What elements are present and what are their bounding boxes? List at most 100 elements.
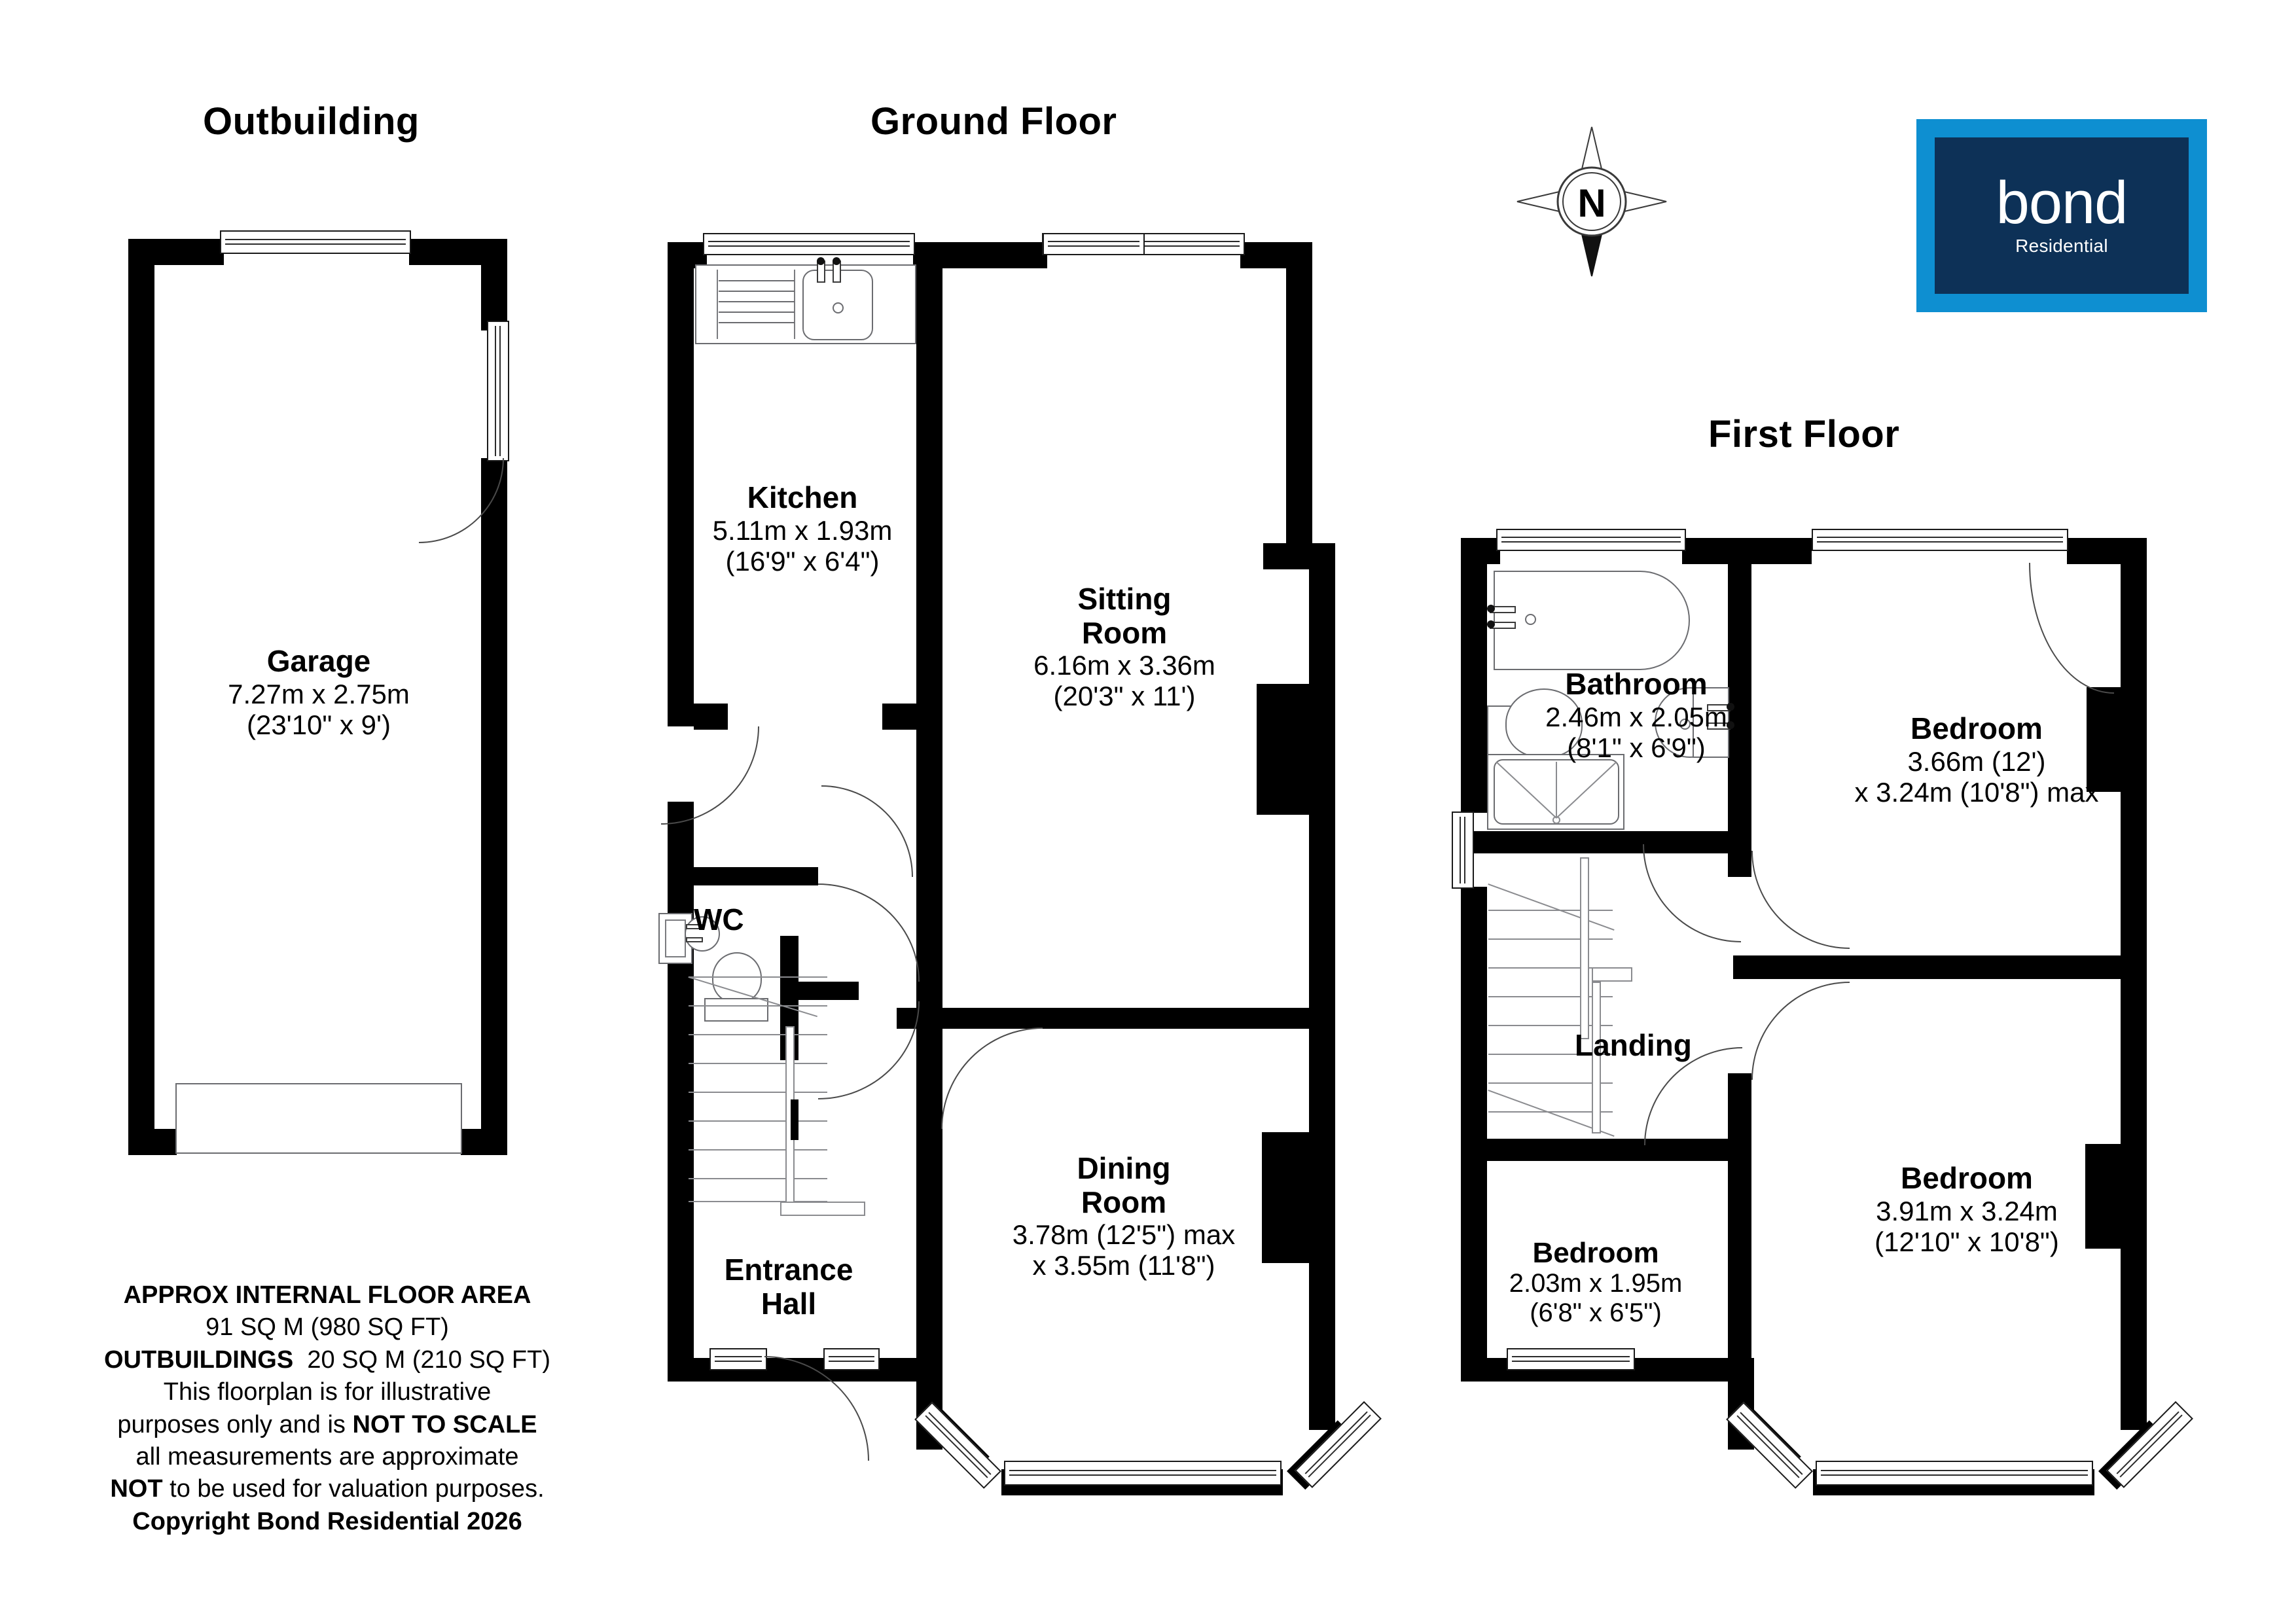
gf-wall-right-upper bbox=[1286, 242, 1312, 543]
stair-tread bbox=[1488, 938, 1613, 940]
compass-north-label: N bbox=[1577, 181, 1605, 225]
first-floor-title: First Floor bbox=[1708, 413, 1900, 455]
wc-name: WC bbox=[694, 902, 744, 936]
disclaimer-line-6: all measurements are approximate bbox=[135, 1442, 519, 1471]
kitchen-label: Kitchen 5.11m x 1.93m (16'9" x 6'4") bbox=[686, 480, 919, 577]
ff-wall-left-lower bbox=[1461, 887, 1487, 1381]
entrance-hall-name-line1: Entrance bbox=[724, 1253, 853, 1287]
stair-tread bbox=[689, 1149, 827, 1150]
garage-window-top bbox=[220, 230, 411, 254]
kitchen-drainer-groove bbox=[719, 301, 795, 302]
disclaimer-copyright: Copyright Bond Residential 2026 bbox=[132, 1507, 522, 1535]
ff-door-bathroom bbox=[1643, 844, 1741, 942]
stair-tread bbox=[689, 1034, 827, 1035]
compass-rose: N bbox=[1513, 123, 1670, 280]
ff-stair-handrail-a bbox=[1580, 857, 1589, 1039]
garage-dim-imperial: (23'10" x 9') bbox=[246, 709, 391, 740]
gf-window-bay-centre bbox=[1004, 1461, 1282, 1486]
ff-stair-newel bbox=[1592, 967, 1632, 982]
kitchen-drainer-groove bbox=[719, 322, 795, 323]
bond-residential-logo: bond Residential bbox=[1916, 119, 2207, 312]
gf-door-hall-kitchen bbox=[821, 785, 913, 877]
wc-label: WC bbox=[694, 902, 798, 937]
ff-door-wardrobe-front-bedroom bbox=[2029, 563, 2114, 694]
stair-tread bbox=[689, 1120, 827, 1122]
kitchen-dim-metric: 5.11m x 1.93m bbox=[712, 514, 893, 546]
dining-room-dim-imperial: x 3.55m (11'8") bbox=[1032, 1250, 1215, 1281]
kitchen-dim-imperial: (16'9" x 6'4") bbox=[725, 545, 880, 577]
garage-name: Garage bbox=[266, 644, 371, 678]
bedroom-front-dim-metric: 3.66m (12') bbox=[1907, 745, 2046, 777]
gf-door-hall-dining bbox=[818, 1001, 920, 1099]
stair-tread bbox=[1488, 1025, 1613, 1026]
bedroom-front-label: Bedroom 3.66m (12') x 3.24m (10'8") max bbox=[1780, 711, 2173, 808]
bath-plughole bbox=[1525, 614, 1536, 625]
dining-room-dim-metric: 3.78m (12'5") max bbox=[1012, 1219, 1236, 1251]
gf-fireplace-sitting bbox=[1257, 684, 1317, 815]
garage-wall-left bbox=[128, 239, 154, 1155]
dining-room-name-line2: Room bbox=[1081, 1185, 1167, 1219]
disclaimer-line-5: purposes only and is NOT TO SCALE bbox=[65, 1409, 589, 1441]
disclaimer-outbuildings-label: OUTBUILDINGS bbox=[104, 1346, 294, 1374]
bedroom-small-dim-imperial: (6'8" x 6'5") bbox=[1530, 1298, 1662, 1328]
gf-stair-newel-base bbox=[780, 1202, 865, 1216]
garage-door-side bbox=[487, 321, 509, 461]
gf-wall-left-upper bbox=[668, 242, 694, 726]
bedroom-rear-name: Bedroom bbox=[1901, 1161, 2033, 1195]
disclaimer-not-to-scale: NOT TO SCALE bbox=[352, 1410, 537, 1438]
stair-tread bbox=[1488, 996, 1613, 997]
ff-door-front-bedroom bbox=[1751, 851, 1850, 949]
gf-wall-bay-right-vert bbox=[1309, 1355, 1335, 1430]
sitting-room-dim-imperial: (20'3" x 11') bbox=[1053, 681, 1196, 712]
gf-wall-sitting-dining bbox=[897, 1008, 1329, 1029]
wc-basin-tap-a bbox=[686, 924, 703, 929]
ff-window-bay-right bbox=[2106, 1400, 2193, 1488]
garage-label: Garage 7.27m x 2.75m (23'10" x 9') bbox=[177, 644, 461, 740]
bedroom-rear-dim-imperial: (12'10" x 10'8") bbox=[1874, 1226, 2059, 1257]
ff-wall-right-a bbox=[2121, 538, 2147, 702]
sitting-room-label: Sitting Room 6.16m x 3.36m (20'3" x 11') bbox=[987, 582, 1262, 711]
bedroom-rear-dim-metric: 3.91m x 3.24m bbox=[1876, 1195, 2058, 1226]
stair-tread bbox=[689, 1201, 827, 1202]
garage-wall-right-lower bbox=[481, 458, 507, 1155]
ff-wall-landing-bed-small bbox=[1728, 1158, 1751, 1381]
bathroom-dim-imperial: (8'1" x 6'9") bbox=[1567, 732, 1706, 763]
sitting-room-dim-metric: 6.16m x 3.36m bbox=[1033, 650, 1215, 681]
stair-tread bbox=[689, 1005, 827, 1007]
bath-tap-head-a bbox=[1487, 605, 1495, 613]
kitchen-drainer-groove bbox=[719, 280, 795, 281]
gf-window-bay-right bbox=[1295, 1400, 1382, 1488]
bath-tap-head-b bbox=[1487, 620, 1495, 628]
stair-tread bbox=[689, 1092, 827, 1093]
stair-tread bbox=[1488, 1054, 1613, 1055]
sitting-room-name-line2: Room bbox=[1081, 615, 1168, 650]
garage-wall-bottom-left bbox=[128, 1129, 177, 1155]
gf-staircase bbox=[689, 976, 827, 1202]
stair-tread bbox=[689, 976, 827, 978]
disclaimer-line-2: 91 SQ M (980 SQ FT) bbox=[206, 1313, 449, 1342]
kitchen-tap-head-left bbox=[817, 257, 825, 265]
garage-wall-top-left bbox=[128, 239, 224, 265]
gf-door-sitting-dining bbox=[941, 1027, 1043, 1129]
gf-wall-left-lower bbox=[668, 802, 694, 1381]
ff-window-small-bedroom bbox=[1507, 1348, 1635, 1370]
landing-name: Landing bbox=[1575, 1028, 1692, 1062]
bathroom-name: Bathroom bbox=[1565, 667, 1708, 701]
gf-window-kitchen bbox=[703, 233, 915, 255]
bedroom-small-label: Bedroom 2.03m x 1.95m (6'8" x 6'5") bbox=[1465, 1237, 1727, 1328]
ff-window-landing bbox=[1452, 812, 1474, 889]
bathroom-dim-metric: 2.46m x 2.05m bbox=[1545, 701, 1727, 732]
ground-floor-title: Ground Floor bbox=[870, 100, 1117, 143]
bathroom-basin-plughole bbox=[1679, 719, 1691, 730]
disclaimer-not-word: NOT bbox=[110, 1475, 163, 1503]
ff-chimney-upper bbox=[2087, 687, 2125, 792]
stair-tread bbox=[1488, 910, 1613, 911]
dining-room-name-line1: Dining bbox=[1077, 1151, 1171, 1185]
bedroom-small-dim-metric: 2.03m x 1.95m bbox=[1509, 1269, 1683, 1298]
gf-nub-kitchen-door-right bbox=[882, 704, 916, 730]
ff-chimney-lower bbox=[2085, 1144, 2125, 1249]
shower-drain-lines bbox=[1496, 761, 1617, 824]
gf-wall-kitchen-sitting bbox=[916, 242, 942, 726]
stair-tread bbox=[1488, 1082, 1613, 1084]
ff-window-bathroom bbox=[1496, 529, 1686, 551]
